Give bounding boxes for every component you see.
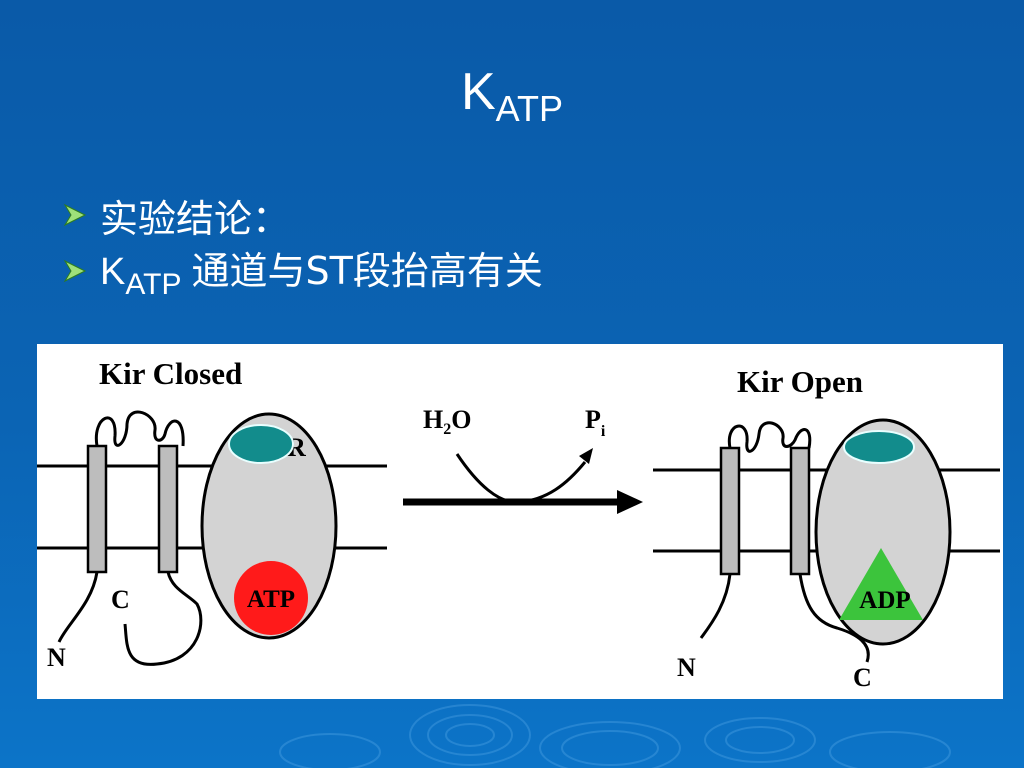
right-panel-title: Kir Open <box>737 364 863 399</box>
right-sur-subunit <box>814 418 952 646</box>
reaction-h2o: H2O <box>423 405 471 438</box>
left-binding-site <box>228 424 294 464</box>
bullet-text: 实验结论： <box>100 196 291 241</box>
left-label-n: N <box>47 643 66 672</box>
bullet-rest: 通道与ST段抬高有关 <box>191 249 543 293</box>
atp-circle <box>234 561 308 635</box>
right-extracellular-loop <box>727 421 812 453</box>
hydrolysis-curve <box>455 453 587 504</box>
right-binding-site <box>843 430 915 464</box>
right-label-c: C <box>853 663 872 692</box>
reaction-pi: Pi <box>585 405 606 440</box>
left-extracellular-loop <box>94 410 185 447</box>
title-subscript: ATP <box>495 88 564 129</box>
bullet-list: 实验结论： KATP 通道与ST段抬高有关 <box>62 190 543 302</box>
right-label-n: N <box>677 653 696 682</box>
title-main: K <box>460 63 496 121</box>
kir-channel-diagram: Kir Closed N C R ATP H2O Pi Kir Open <box>37 344 1003 699</box>
left-panel-title: Kir Closed <box>99 356 242 391</box>
bullet-text: KATP 通道与ST段抬高有关 <box>100 240 543 302</box>
left-label-c: C <box>111 585 130 614</box>
atp-label: ATP <box>247 586 295 613</box>
hydrolysis-arrow-head <box>579 448 593 464</box>
left-n-tail <box>57 571 99 643</box>
arrowhead-bullet-icon <box>63 203 87 227</box>
adp-triangle <box>839 548 923 620</box>
left-helix-2 <box>157 444 179 574</box>
katp-k: K <box>100 251 126 293</box>
bullet-item: KATP 通道与ST段抬高有关 <box>62 246 543 301</box>
left-helix-1 <box>86 444 108 574</box>
right-helix-1 <box>719 446 741 576</box>
right-helix-2 <box>789 446 811 576</box>
katp-subscript: ATP <box>125 268 182 301</box>
right-c-tail <box>798 573 870 663</box>
bullet-item: 实验结论： <box>62 190 543 241</box>
slide-title: KATP <box>0 62 1024 130</box>
reaction-arrow-head <box>617 490 643 514</box>
right-n-tail <box>699 573 732 639</box>
left-c-tail <box>123 571 203 666</box>
adp-label: ADP <box>859 587 910 614</box>
arrowhead-bullet-icon <box>63 259 87 283</box>
